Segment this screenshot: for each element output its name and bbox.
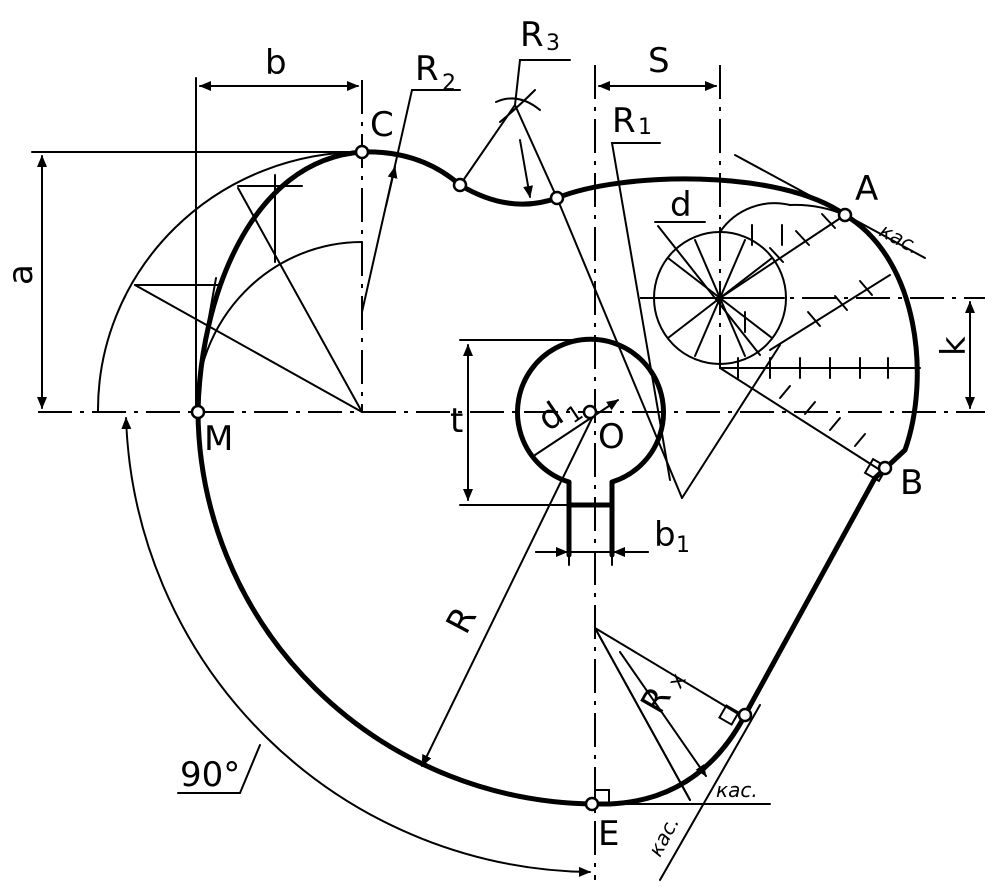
label-r1: R <box>612 101 636 141</box>
rx-line-3 <box>594 627 691 801</box>
point-o <box>582 404 598 420</box>
label-m: M <box>204 419 233 459</box>
construction-line-1 <box>134 284 363 413</box>
construction-line-2 <box>237 187 363 413</box>
label-r3: R <box>520 15 544 55</box>
shaft-hole <box>515 336 666 508</box>
rx-tangent-b <box>659 704 761 881</box>
point-c <box>354 144 370 160</box>
label-b1: b <box>654 515 676 555</box>
label-b: b <box>265 43 287 83</box>
label-kas-b: кас. <box>643 812 684 860</box>
label-c: C <box>370 105 394 145</box>
r2-leader <box>361 89 461 313</box>
construction-lines <box>31 59 975 881</box>
r3-leader <box>514 59 571 106</box>
point-e <box>584 796 600 812</box>
label-d1: d <box>531 394 571 439</box>
r3-notch-arc-1 <box>495 97 541 111</box>
point-a <box>837 207 853 223</box>
r2-arrow <box>385 166 398 207</box>
label-b1-sub: 1 <box>676 533 690 558</box>
points <box>190 144 893 812</box>
label-r2: R <box>415 49 439 89</box>
tick-marks <box>737 213 889 447</box>
radial-line-b <box>719 367 881 471</box>
right-angle-bx <box>718 704 740 726</box>
label-a-dim: a <box>1 264 41 285</box>
label-e: E <box>598 814 619 854</box>
radial-line-a <box>719 214 846 299</box>
label-r: R <box>439 601 485 641</box>
label-r1-sub: 1 <box>638 115 652 140</box>
d1-leader <box>534 399 619 456</box>
r1-line-1 <box>556 197 683 499</box>
rx-line-1 <box>594 627 741 716</box>
point-r3 <box>549 190 565 206</box>
outer-construction-arc <box>96 151 363 413</box>
radial-line-c <box>769 274 891 351</box>
rx-line-4 <box>619 651 707 777</box>
point-bx <box>737 707 753 723</box>
r1-line-2 <box>681 344 781 499</box>
label-b-point: B <box>900 463 923 503</box>
label-t: t <box>450 401 463 441</box>
label-a-point: A <box>855 169 878 209</box>
label-kas-e: кас. <box>716 778 758 802</box>
point-b <box>877 460 893 476</box>
point-m <box>190 404 206 420</box>
circle-d-outer-arc <box>719 202 846 233</box>
label-d: d <box>670 185 692 225</box>
r3-notch-arc-2 <box>499 89 536 123</box>
label-o: O <box>598 417 625 457</box>
label-r2-sub: 2 <box>442 71 456 96</box>
label-k: k <box>934 336 974 356</box>
angle-90-leader <box>177 744 261 794</box>
label-rx-sub: x <box>664 669 692 693</box>
label-r3-sub: 3 <box>546 31 560 56</box>
r3-arrow <box>519 139 534 198</box>
inner-construction-arc <box>195 241 363 413</box>
point-r2 <box>452 177 468 193</box>
angle-90-arc <box>121 417 591 877</box>
r3-arc-line-2 <box>514 104 558 199</box>
label-angle: 90° <box>180 755 240 795</box>
label-s: S <box>648 41 670 81</box>
cam-outline <box>195 149 920 807</box>
cam-contour <box>195 149 920 807</box>
r-radius-line <box>421 411 596 767</box>
